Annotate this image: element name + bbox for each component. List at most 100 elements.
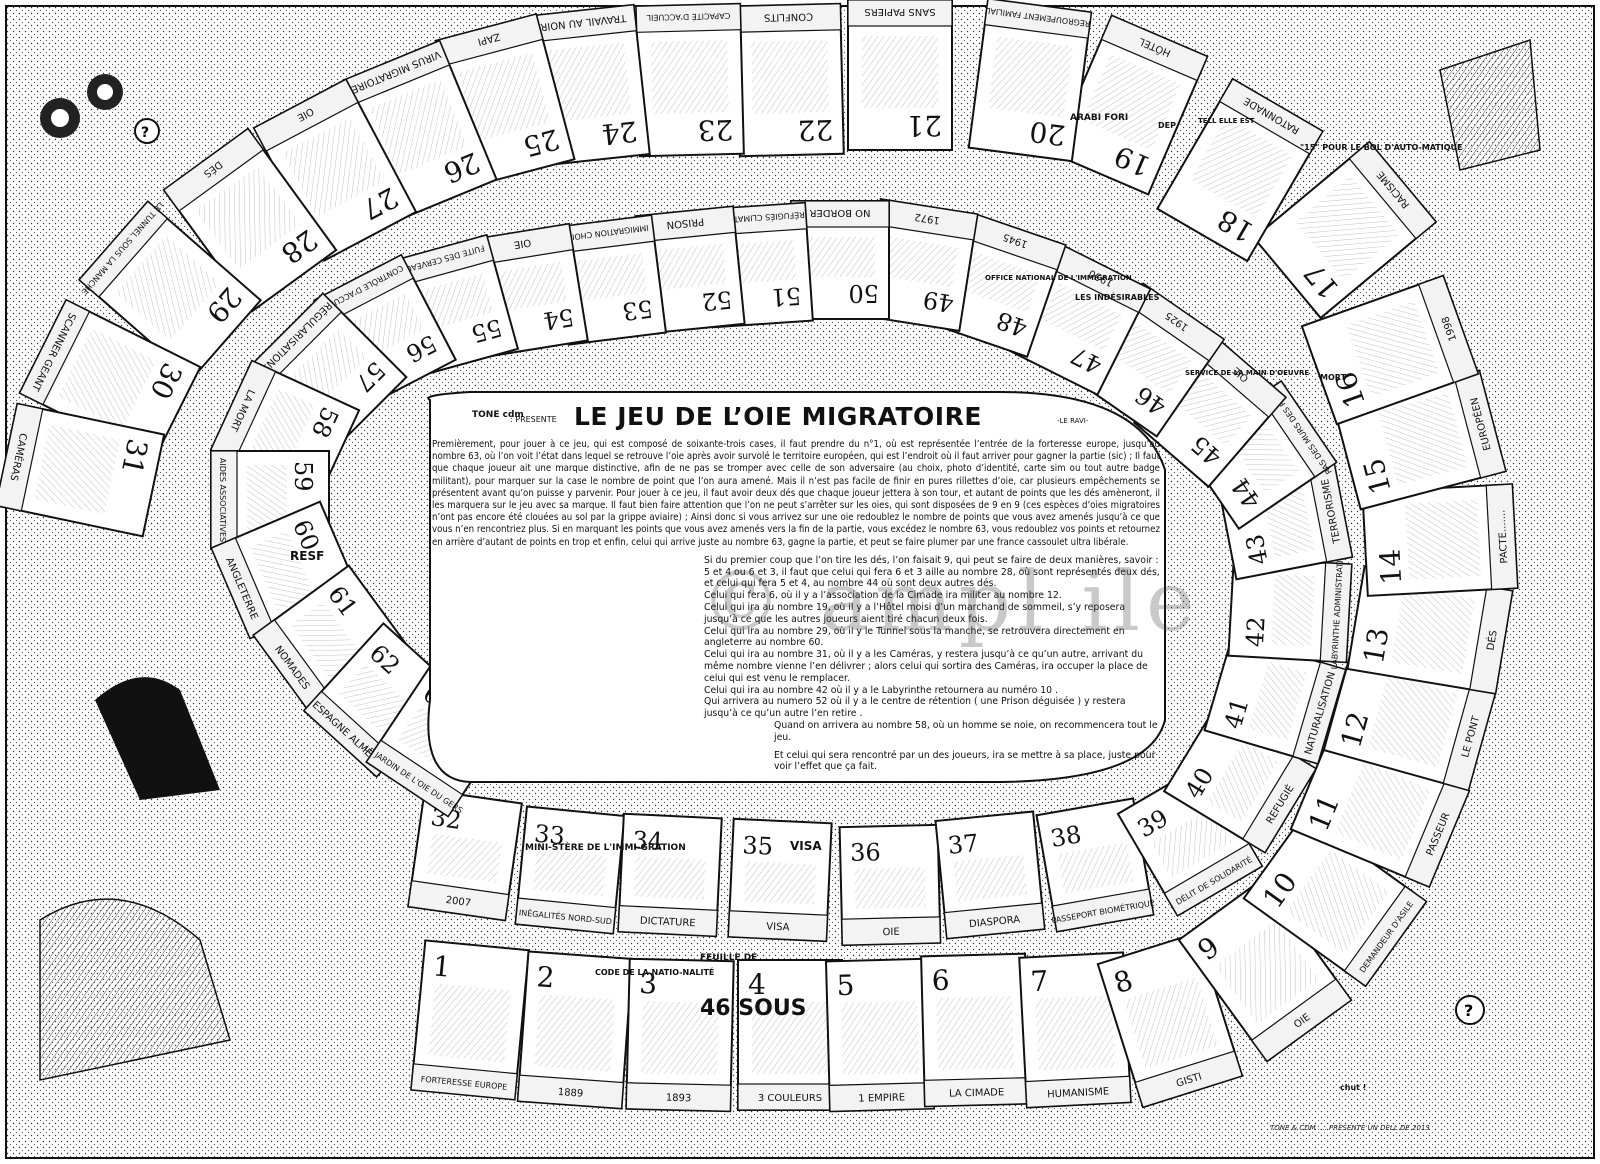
square-label-band bbox=[727, 910, 829, 942]
square-label: OIE bbox=[513, 236, 532, 250]
square-illustration bbox=[1271, 574, 1315, 647]
square-label-band bbox=[514, 897, 617, 935]
square-label-band bbox=[737, 1083, 843, 1111]
rules-panel: TONE cdm : PRESENTE LE JEU DE L’OIE MIGR… bbox=[432, 405, 1160, 777]
rule-item: Et celui qui sera rencontré par un des j… bbox=[774, 749, 1156, 773]
square-illustration bbox=[1057, 842, 1134, 894]
square-label-band bbox=[635, 3, 742, 33]
square-number: 31 bbox=[115, 436, 155, 478]
square-label-band bbox=[365, 739, 464, 818]
square-number: 13 bbox=[1357, 625, 1395, 666]
square-illustration bbox=[1041, 283, 1122, 351]
square-label: 2007 bbox=[445, 895, 472, 909]
rule-item: Celui qui ira au nombre 19, où il y a l’… bbox=[704, 602, 1126, 625]
square-label-band bbox=[625, 1082, 732, 1112]
square-illustration bbox=[652, 243, 727, 291]
square-illustration bbox=[370, 79, 468, 175]
square-number: 34 bbox=[632, 826, 664, 855]
square-illustration bbox=[491, 261, 568, 313]
square-label-band bbox=[984, 0, 1092, 39]
square-number: 3 bbox=[639, 967, 658, 1000]
square-label-band bbox=[841, 916, 942, 946]
square-label-band bbox=[1348, 141, 1437, 240]
square-label-band bbox=[1250, 978, 1353, 1063]
square-label-band bbox=[1134, 1050, 1243, 1108]
square-illustration bbox=[805, 237, 875, 277]
square-number: 36 bbox=[850, 838, 881, 867]
square-number: 1 bbox=[431, 949, 452, 984]
rule-item: Qui arrivera au numero 52 où il y a le c… bbox=[704, 696, 1126, 720]
square-label: DICTATURE bbox=[640, 916, 696, 930]
square-illustration bbox=[534, 994, 616, 1072]
drawn-lettering-drawn-serv: SERVICE DE LA MAIN D'OEUVRE bbox=[1185, 369, 1309, 377]
birds-drawing-icon bbox=[39, 898, 231, 1081]
square-illustration bbox=[1082, 54, 1181, 151]
square-number: 51 bbox=[770, 281, 802, 311]
square-label: PRISON bbox=[666, 215, 705, 230]
square-number: 52 bbox=[700, 285, 733, 316]
goose-head-drawing-icon bbox=[1439, 38, 1541, 171]
square-illustration bbox=[1123, 977, 1218, 1069]
square-illustration bbox=[633, 856, 706, 900]
square-number: 54 bbox=[541, 303, 576, 336]
square-label-band bbox=[847, 0, 953, 27]
square-label-band bbox=[1292, 661, 1347, 765]
publisher-label: -LE RAVI- bbox=[1057, 417, 1089, 425]
rule-item: Celui qui ira au nombre 29, où il y le T… bbox=[704, 625, 1125, 649]
square-number: 21 bbox=[906, 109, 942, 142]
watermark: © ampl ile bbox=[700, 555, 1201, 650]
square-number: 59 bbox=[289, 461, 317, 492]
drawn-lettering-drawn-mort: MORT bbox=[1320, 373, 1347, 382]
square-label-band bbox=[943, 902, 1046, 940]
square-illustration bbox=[196, 166, 301, 270]
square-label-band bbox=[78, 200, 169, 298]
square-label-band bbox=[1485, 483, 1519, 590]
square-illustration bbox=[1368, 674, 1458, 768]
square-illustration bbox=[1207, 741, 1278, 822]
drawn-lettering-hedgehog-text: chut ! bbox=[1340, 1083, 1366, 1092]
rules-list: Si du premier coup que l’on tire les dés… bbox=[704, 555, 1160, 773]
square-number: 50 bbox=[848, 279, 879, 307]
drawn-lettering-drawn-code: CODE DE LA NATIO-NALITÉ bbox=[595, 966, 714, 977]
square-illustration bbox=[1248, 661, 1307, 741]
square-illustration bbox=[250, 531, 315, 612]
drawn-lettering-drawn-arabi: ARABI FORI bbox=[1070, 113, 1128, 123]
square-illustration bbox=[1111, 321, 1192, 394]
square-label: SANS PAPIERS bbox=[864, 6, 935, 17]
square-number: 24 bbox=[600, 114, 639, 151]
square-number: 38 bbox=[1048, 820, 1083, 853]
square-illustration bbox=[743, 861, 816, 905]
square-number: 5 bbox=[836, 969, 855, 1002]
rule-item: Si du premier coup que l’on tire les dés… bbox=[704, 554, 1160, 590]
square-label-band bbox=[407, 880, 510, 922]
square-number: 2 bbox=[536, 960, 556, 994]
square-label-band bbox=[410, 1063, 518, 1101]
svg-text:?: ? bbox=[141, 125, 149, 141]
square-illustration bbox=[862, 36, 938, 108]
rules-header: TONE cdm : PRESENTE LE JEU DE L’OIE MIGR… bbox=[432, 405, 1160, 439]
square-label-band bbox=[1319, 562, 1353, 663]
page-title: LE JEU DE L’OIE MIGRATOIRE bbox=[574, 405, 982, 431]
square-label-band bbox=[0, 402, 44, 512]
square-illustration bbox=[752, 1002, 828, 1074]
square-label: 1 EMPIRE bbox=[858, 1092, 905, 1104]
square-label: LA CIMADE bbox=[949, 1087, 1005, 1099]
square-label: HUMANISME bbox=[1047, 1086, 1110, 1100]
